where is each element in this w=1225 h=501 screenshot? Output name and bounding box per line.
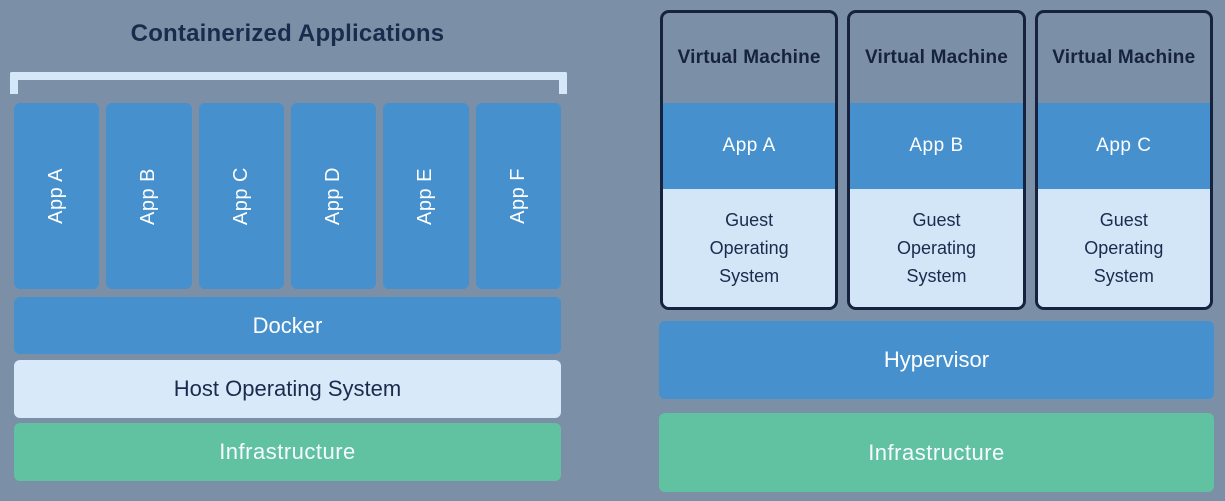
- virtual-machine-3: Virtual Machine App C Guest Operating Sy…: [1034, 10, 1213, 310]
- containers-title: Containerized Applications: [130, 20, 445, 47]
- container-app-d-label: App D: [322, 166, 345, 226]
- virtual-machine-3-app: App C: [1037, 103, 1210, 189]
- container-app-e-label: App E: [414, 167, 437, 225]
- container-app-a-label: App A: [45, 168, 68, 224]
- virtual-machine-2-title: Virtual Machine: [864, 47, 1009, 68]
- container-app-b-label: App B: [137, 167, 160, 225]
- containers-bracket: [10, 72, 567, 94]
- container-app-c: App C: [198, 103, 284, 289]
- container-app-f-label: App F: [506, 168, 529, 224]
- virtual-machine-2-app: App B: [850, 103, 1023, 189]
- container-apps-row: App A App B App C App D App E App F: [14, 103, 561, 289]
- virtual-machine-1-guest-os: Guest Operating System: [663, 189, 836, 307]
- container-app-e: App E: [383, 103, 469, 289]
- container-app-c-label: App C: [229, 166, 252, 226]
- virtual-machine-1-app: App A: [663, 103, 836, 189]
- virtual-machine-1-guest-os-label: Guest Operating System: [709, 210, 789, 286]
- virtual-machine-2-guest-os-label: Guest Operating System: [896, 210, 977, 286]
- container-app-b: App B: [106, 103, 192, 289]
- virtual-machine-3-title: Virtual Machine: [1052, 47, 1196, 68]
- docker-layer: Docker: [14, 297, 561, 354]
- infrastructure-layer-left: Infrastructure: [14, 423, 561, 481]
- virtual-machine-1: Virtual Machine App A Guest Operating Sy…: [660, 10, 839, 310]
- host-operating-system-layer: Host Operating System: [14, 360, 561, 418]
- virtual-machine-2: Virtual Machine App B Guest Operating Sy…: [847, 10, 1026, 310]
- virtual-machine-3-guest-os-label: Guest Operating System: [1084, 210, 1164, 286]
- virtual-machines-row: Virtual Machine App A Guest Operating Sy…: [660, 10, 1213, 310]
- virtual-machine-2-guest-os: Guest Operating System: [850, 189, 1023, 307]
- container-app-d: App D: [290, 103, 377, 289]
- hypervisor-layer: Hypervisor: [659, 321, 1214, 399]
- infrastructure-layer-right: Infrastructure: [659, 413, 1214, 492]
- virtual-machine-1-title: Virtual Machine: [677, 47, 821, 68]
- container-app-f: App F: [475, 103, 561, 289]
- container-app-a: App A: [14, 103, 100, 289]
- virtual-machine-3-guest-os: Guest Operating System: [1037, 189, 1210, 307]
